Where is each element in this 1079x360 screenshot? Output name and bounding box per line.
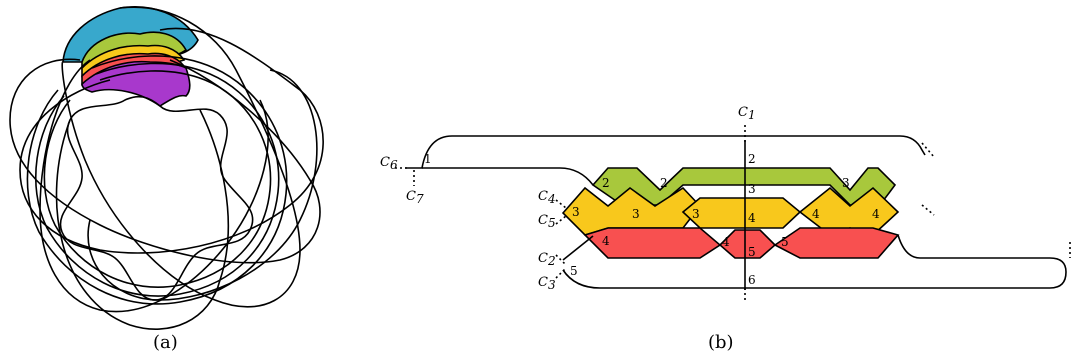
red-band-right [773, 227, 900, 259]
yellow-band-mid [681, 197, 802, 229]
label-c4: C4 [538, 189, 556, 206]
wavy-ring-1 [43, 70, 272, 288]
venn-curve-5 [55, 109, 230, 330]
label-c1: C1 [738, 105, 756, 122]
green-band [591, 167, 897, 206]
label-c7: C7 [406, 189, 424, 206]
label-c2: C2 [538, 251, 556, 268]
linear-diagram-panel-b: C1 C6 C7 C4 C5 C2 C3 1 2 2 2 3 3 3 3 3 4… [380, 105, 1071, 353]
region-label-5b: 5 [748, 245, 756, 259]
venn-curve-1 [61, 6, 301, 308]
label-c5: C5 [538, 213, 556, 230]
region-label-1: 1 [424, 152, 432, 166]
venn-curve-4 [39, 59, 269, 313]
curve-c6 [405, 135, 926, 169]
region-label-5a: 5 [570, 264, 578, 278]
svg-text:C1: C1 [738, 105, 756, 122]
curve-c4-dotted [555, 199, 567, 209]
curve-c2 [562, 235, 594, 261]
curve-c5-dotted [555, 215, 567, 225]
region-label-4d: 4 [812, 207, 820, 221]
region-label-2a: 2 [602, 176, 610, 190]
region-label-3c: 3 [692, 207, 700, 221]
svg-text:C6: C6 [380, 155, 398, 172]
region-label-4a: 4 [602, 234, 610, 248]
region-label-3e: 3 [842, 176, 850, 190]
venn-curve-6 [87, 69, 318, 301]
wavy-ring-3 [26, 55, 288, 305]
region-label-3a: 3 [572, 205, 580, 219]
region-label-2b: 2 [660, 176, 668, 190]
svg-text:C4: C4 [538, 189, 556, 206]
svg-text:C5: C5 [538, 213, 556, 230]
region-label-2c: 2 [748, 152, 756, 166]
purple-region [81, 60, 191, 107]
caption-b: (b) [708, 332, 734, 353]
label-c3: C3 [538, 275, 556, 292]
curve-end-upper-right [921, 142, 935, 158]
region-label-3b: 3 [632, 207, 640, 221]
wavy-ring-2 [34, 62, 280, 297]
inner-star-curve [59, 95, 254, 301]
label-c6: C6 [380, 155, 398, 172]
svg-text:C7: C7 [406, 189, 424, 206]
venn-diagram-panel-a: (a) [9, 6, 324, 353]
venn-curve-3 [9, 58, 321, 264]
svg-text:C2: C2 [538, 251, 556, 268]
region-label-4e: 4 [872, 207, 880, 221]
curve-c7 [422, 167, 594, 186]
curve-c3 [562, 234, 1067, 289]
venn-curve-2 [19, 27, 324, 254]
curve-c2-dotted [555, 254, 567, 266]
curve-end-mid-right [921, 204, 935, 216]
curve-c3-dotted [555, 267, 567, 279]
region-label-5c: 5 [781, 235, 789, 249]
caption-a: (a) [153, 332, 178, 353]
region-label-4c: 4 [748, 211, 756, 225]
region-label-4b: 4 [722, 235, 730, 249]
region-label-3d: 3 [748, 182, 756, 196]
svg-text:C3: C3 [538, 275, 556, 292]
region-label-6: 6 [748, 273, 756, 287]
